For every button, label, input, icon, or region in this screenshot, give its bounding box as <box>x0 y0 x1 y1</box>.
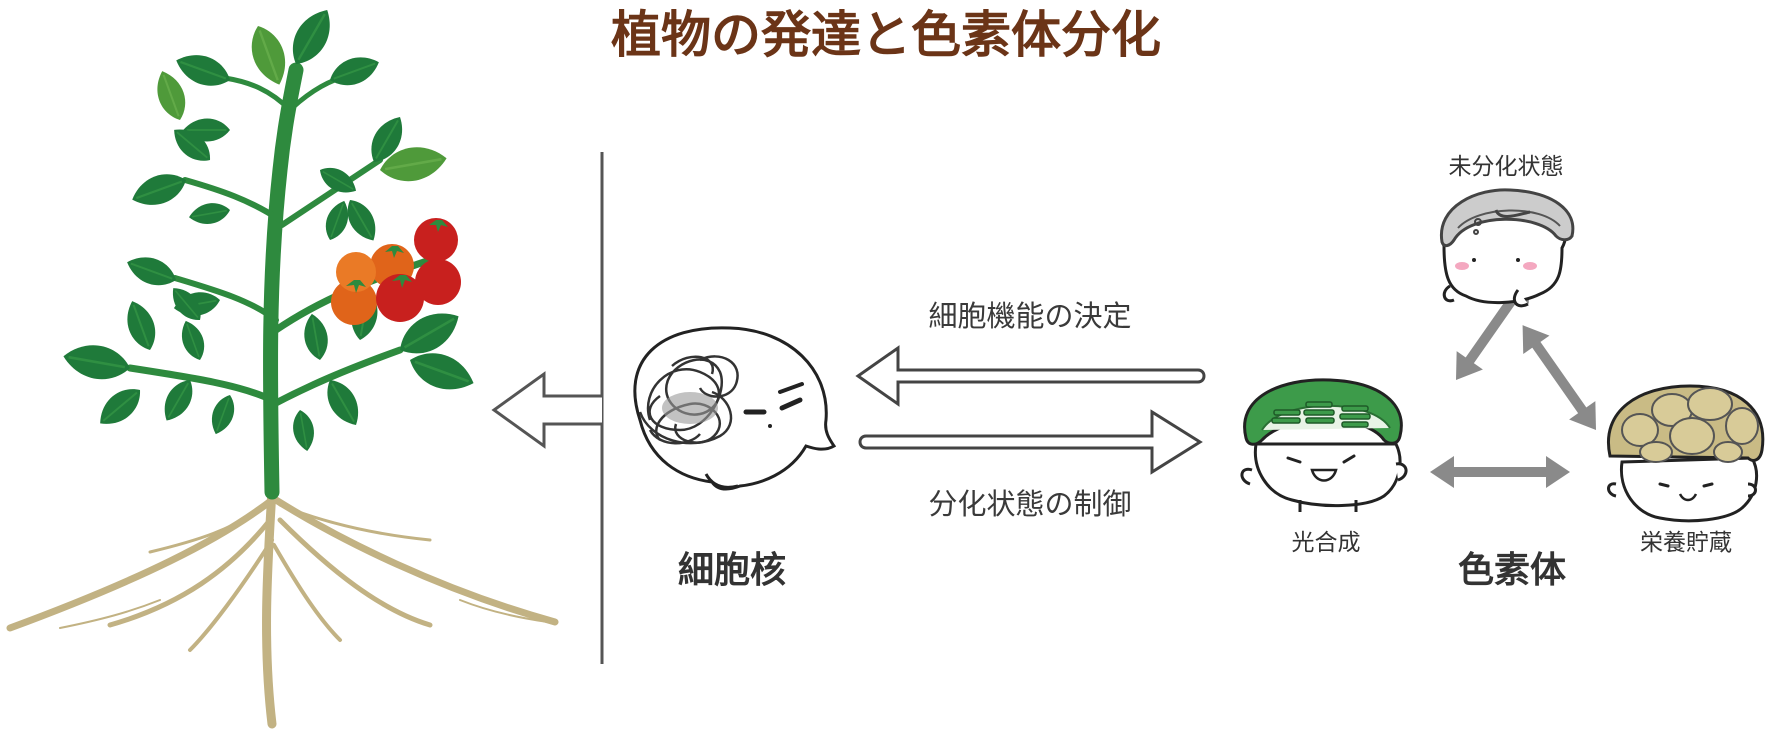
arrow-label-bottom: 分化状態の制御 <box>928 487 1131 521</box>
amyloplast-character <box>1607 384 1765 523</box>
nucleus-label: 細胞核 <box>678 550 786 591</box>
undifferentiated-plastid-character <box>1440 188 1575 308</box>
chloroplast-character <box>1240 378 1408 512</box>
chromatin-tangle <box>638 355 739 445</box>
diagram-title: 植物の発達と色素体分化 <box>611 6 1161 64</box>
plastid-conversion-arrows <box>1430 275 1596 488</box>
storage-label: 栄養貯蔵 <box>1640 530 1732 556</box>
tomato-cluster <box>331 218 461 325</box>
double-arrow <box>855 345 1206 475</box>
arrow-label-top: 細胞機能の決定 <box>928 299 1131 333</box>
tomato-plant-illustration <box>6 1 559 729</box>
nucleus-character <box>633 326 837 491</box>
plastid-label: 色素体 <box>1458 550 1566 591</box>
root-system <box>6 485 559 729</box>
undifferentiated-label: 未分化状態 <box>1449 154 1564 180</box>
stem-and-branches <box>126 62 434 500</box>
photosynthesis-label: 光合成 <box>1292 530 1361 556</box>
output-arrow-left <box>491 152 604 664</box>
